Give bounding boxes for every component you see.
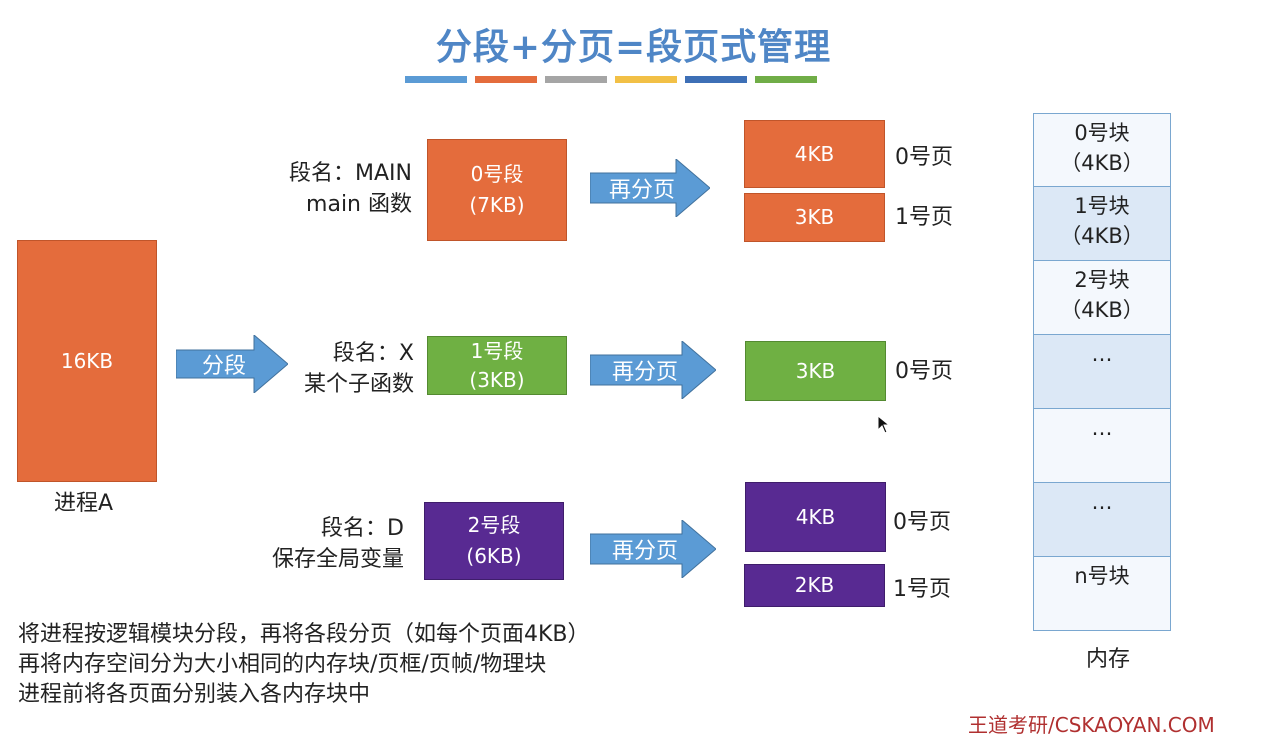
page-size: 4KB bbox=[795, 504, 836, 529]
page-size: 2KB bbox=[794, 573, 835, 597]
notes: 将进程按逻辑模块分段，再将各段分页（如每个页面4KB） 再将内存空间分为大小相同… bbox=[18, 620, 590, 710]
memory-block-size: （4KB） bbox=[1060, 298, 1144, 322]
segment-0-name-line1: 段名：MAIN bbox=[289, 161, 412, 186]
memory-label: 内存 bbox=[1086, 647, 1131, 672]
page-arrow-icon bbox=[590, 341, 716, 399]
segment-1-page-0-label: 0号页 bbox=[895, 359, 953, 384]
segment-1-box: 1号段 (3KB) bbox=[427, 336, 567, 395]
segment-2-page-1-label: 1号页 bbox=[893, 577, 951, 602]
memory-block-title: n号块 bbox=[1074, 564, 1130, 588]
segment-2-page-1: 2KB bbox=[744, 564, 885, 607]
page-arrow-label: 再分页 bbox=[611, 539, 678, 564]
page-arrow-icon bbox=[590, 520, 716, 578]
page-size: 4KB bbox=[794, 141, 835, 166]
page-arrow-icon bbox=[590, 159, 710, 217]
segment-1-name: 段名：X 某个子函数 bbox=[250, 338, 414, 400]
memory-block-title: … bbox=[1091, 416, 1113, 440]
segment-2-name-line2: 保存全局变量 bbox=[271, 547, 404, 572]
memory-block-4: … bbox=[1033, 409, 1171, 483]
segment-2-size: (6KB) bbox=[466, 544, 522, 568]
segment-1-name-line1: 段名：X bbox=[332, 341, 414, 366]
page-size: 3KB bbox=[794, 205, 835, 229]
memory-block-title: 2号块 bbox=[1074, 268, 1130, 292]
segment-1-page-0: 3KB bbox=[745, 341, 886, 401]
segment-arrow-label: 分段 bbox=[201, 354, 246, 379]
memory-block-1: 1号块 （4KB） bbox=[1033, 187, 1171, 261]
accent-bar bbox=[545, 76, 607, 83]
accent-bar bbox=[405, 76, 467, 83]
segment-0-page-0-label: 0号页 bbox=[895, 145, 953, 170]
process-box: 16KB bbox=[17, 240, 157, 482]
segment-0-name-line2: main 函数 bbox=[306, 192, 412, 217]
memory-block-title: … bbox=[1091, 342, 1113, 366]
segment-0-name: 段名：MAIN main 函数 bbox=[250, 158, 412, 220]
segment-arrow-icon bbox=[176, 335, 288, 393]
segment-2-name: 段名：D 保存全局变量 bbox=[240, 513, 404, 575]
segment-0-page-0: 4KB bbox=[744, 120, 885, 188]
accent-bar bbox=[475, 76, 537, 83]
memory-block-size: （4KB） bbox=[1060, 151, 1144, 175]
note-line: 进程前将各页面分别装入各内存块中 bbox=[18, 682, 371, 707]
note-line: 将进程按逻辑模块分段，再将各段分页（如每个页面4KB） bbox=[18, 622, 590, 647]
page-size: 3KB bbox=[795, 358, 836, 383]
segment-0-box: 0号段 (7KB) bbox=[427, 139, 567, 241]
page-title: 分段+分页=段页式管理 bbox=[435, 27, 832, 68]
segment-0-page-1: 3KB bbox=[744, 193, 885, 242]
segment-0-size: (7KB) bbox=[469, 193, 525, 217]
segment-2-name-line1: 段名：D bbox=[321, 516, 404, 541]
memory-block-title: 1号块 bbox=[1074, 194, 1130, 218]
memory-block-title: … bbox=[1091, 490, 1113, 514]
accent-bar bbox=[755, 76, 817, 83]
note-line: 再将内存空间分为大小相同的内存块/页框/页帧/物理块 bbox=[18, 652, 547, 677]
memory-block-title: 0号块 bbox=[1074, 121, 1130, 145]
page-arrow-label: 再分页 bbox=[611, 360, 678, 385]
accent-bars bbox=[405, 76, 817, 83]
segment-2-page-0-label: 0号页 bbox=[893, 510, 951, 535]
memory-block-2: 2号块 （4KB） bbox=[1033, 261, 1171, 335]
memory-block-size: （4KB） bbox=[1060, 224, 1144, 248]
process-size: 16KB bbox=[60, 348, 114, 373]
segment-1-size: (3KB) bbox=[469, 367, 525, 392]
process-label: 进程A bbox=[54, 491, 114, 516]
segment-1-title: 1号段 bbox=[470, 338, 524, 363]
memory-block-n: n号块 bbox=[1033, 557, 1171, 631]
page-arrow-label: 再分页 bbox=[608, 178, 675, 203]
watermark: 王道考研/CSKAOYAN.COM bbox=[968, 713, 1215, 737]
memory-block-5: … bbox=[1033, 483, 1171, 557]
segment-2-box: 2号段 (6KB) bbox=[424, 502, 564, 580]
segment-2-title: 2号段 bbox=[467, 513, 521, 537]
segment-0-page-1-label: 1号页 bbox=[895, 205, 953, 230]
mouse-cursor-icon bbox=[877, 415, 891, 434]
accent-bar bbox=[685, 76, 747, 83]
memory-column: 0号块 （4KB） 1号块 （4KB） 2号块 （4KB） … … … n号块 bbox=[1033, 113, 1171, 631]
accent-bar bbox=[615, 76, 677, 83]
segment-0-title: 0号段 bbox=[470, 162, 524, 186]
memory-block-0: 0号块 （4KB） bbox=[1033, 113, 1171, 187]
memory-block-3: … bbox=[1033, 335, 1171, 409]
segment-1-name-line2: 某个子函数 bbox=[303, 372, 414, 397]
segment-2-page-0: 4KB bbox=[745, 482, 886, 552]
